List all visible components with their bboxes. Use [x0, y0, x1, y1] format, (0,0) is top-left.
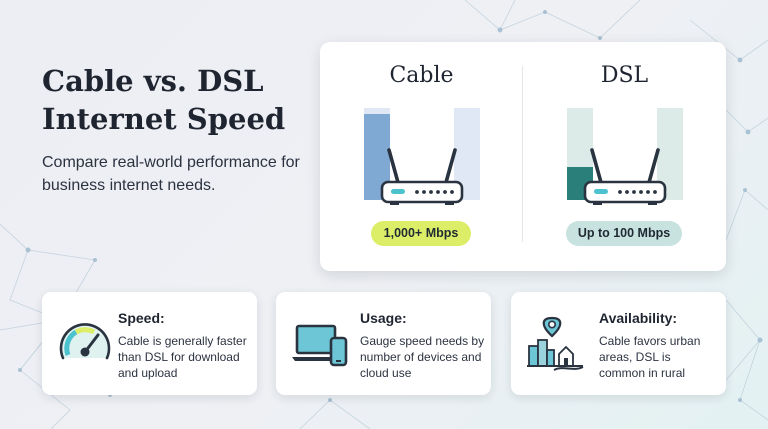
- speed-card-title: Speed:: [118, 310, 165, 326]
- dsl-speed-badge: Up to 100 Mbps: [566, 221, 682, 246]
- dsl-speed-bars: [567, 108, 683, 200]
- router-icon: [583, 148, 667, 205]
- panel-divider: [522, 66, 523, 242]
- usage-card: Usage: Gauge speed needs by number of de…: [276, 292, 491, 395]
- devices-icon: [292, 324, 348, 367]
- usage-card-text: Gauge speed needs by number of devices a…: [360, 334, 485, 380]
- usage-card-title: Usage:: [360, 310, 407, 326]
- page-subtitle: Compare real-world performance for busin…: [42, 154, 300, 194]
- comparison-panel: Cable 1,000+ Mbps DSL: [320, 42, 726, 271]
- speedometer-icon: [59, 323, 111, 360]
- availability-card-title: Availability:: [599, 310, 678, 326]
- speed-card: Speed: Cable is generally faster than DS…: [42, 292, 257, 395]
- cable-speed-badge: 1,000+ Mbps: [371, 221, 471, 246]
- cable-title: Cable: [389, 63, 454, 88]
- dsl-title: DSL: [600, 63, 649, 88]
- cable-column: Cable 1,000+ Mbps: [320, 42, 523, 271]
- availability-card-text: Cable favors urban areas, DSL is common …: [599, 334, 701, 380]
- router-icon: [380, 148, 464, 205]
- page-title: Cable vs. DSL Internet Speed: [42, 64, 286, 136]
- availability-card: Availability: Cable favors urban areas, …: [511, 292, 726, 395]
- location-map-icon: [527, 316, 584, 371]
- speed-card-text: Cable is generally faster than DSL for d…: [118, 334, 247, 380]
- dsl-column: DSL Up to 100 Mbps: [523, 42, 726, 271]
